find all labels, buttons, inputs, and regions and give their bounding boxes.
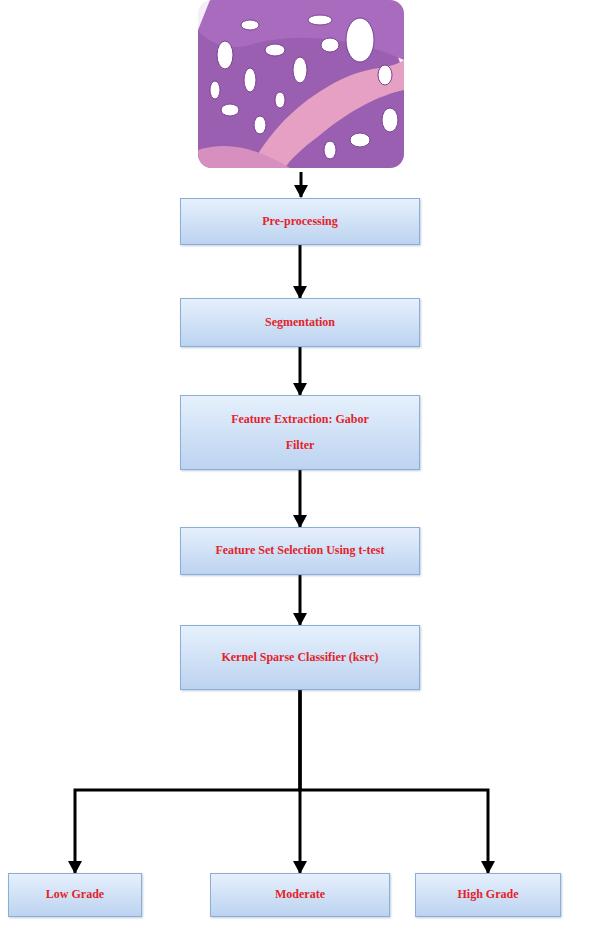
grade-box: Moderate xyxy=(210,873,390,917)
process-box: Pre-processing xyxy=(180,198,420,245)
flow-arrow xyxy=(299,575,302,625)
process-box: Kernel Sparse Classifier (ksrc) xyxy=(180,625,420,690)
process-box: Feature Set Selection Using t-test xyxy=(180,527,420,575)
box-label: Feature Extraction: Gabor Filter xyxy=(230,407,370,457)
box-label: Low Grade xyxy=(46,887,104,903)
box-label: Pre-processing xyxy=(262,214,338,230)
box-label: High Grade xyxy=(457,887,518,903)
flow-arrow xyxy=(299,245,302,298)
process-box: Feature Extraction: Gabor Filter xyxy=(180,395,420,470)
flow-arrow xyxy=(299,470,302,527)
grade-box: Low Grade xyxy=(8,873,142,917)
grade-box: High Grade xyxy=(415,873,561,917)
box-label: Moderate xyxy=(275,887,325,903)
box-label: Segmentation xyxy=(265,315,335,331)
flow-arrow xyxy=(299,347,302,395)
box-label: Feature Set Selection Using t-test xyxy=(215,543,384,559)
histology-image xyxy=(198,0,404,168)
flow-arrow xyxy=(75,690,300,873)
process-box: Segmentation xyxy=(180,298,420,347)
box-label: Kernel Sparse Classifier (ksrc) xyxy=(221,650,378,666)
flow-arrow xyxy=(300,690,488,873)
image-arrow xyxy=(300,172,303,197)
